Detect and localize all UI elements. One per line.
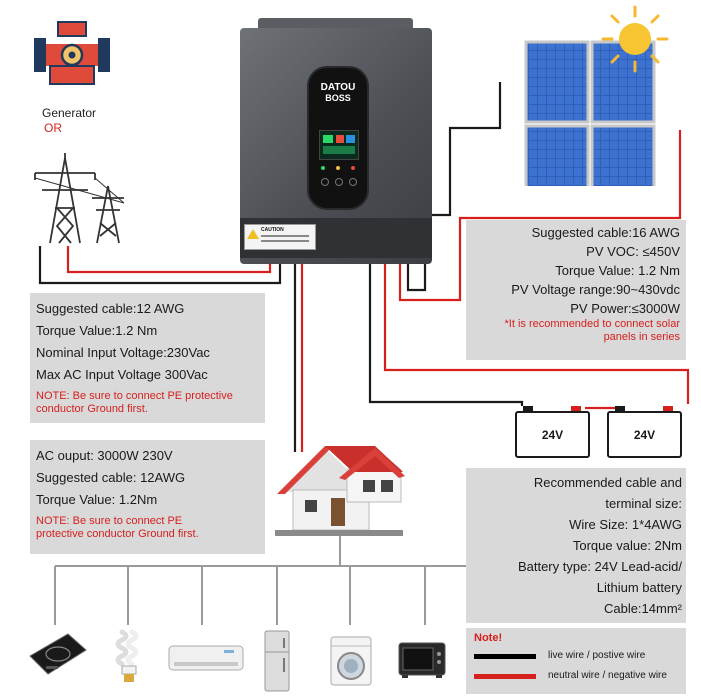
or-label: OR bbox=[44, 121, 62, 135]
legend-label-live: live wire / postive wire bbox=[548, 650, 646, 661]
solar-panel-array bbox=[524, 40, 656, 186]
battery-label: 24V bbox=[541, 428, 564, 442]
inverter-display-panel: DATOU BOSS bbox=[307, 66, 369, 210]
battery-spec-line: Battery type: 24V Lead-acid/ bbox=[517, 559, 682, 574]
ac-input-line: Torque Value:1.2 Nm bbox=[36, 323, 158, 338]
generator-label: Generator bbox=[42, 106, 97, 120]
ac-output-line: Suggested cable: 12AWG bbox=[36, 470, 186, 485]
legend-swatch-live bbox=[474, 654, 536, 659]
pv-spec-line: Suggested cable:16 AWG bbox=[531, 225, 680, 240]
pv-spec-panel: Suggested cable:16 AWG PV VOC: ≤450V Tor… bbox=[466, 220, 686, 360]
battery-spec-line: Lithium battery bbox=[596, 580, 682, 595]
brand-top: DATOU bbox=[320, 82, 356, 93]
pv-spec-line: PV Voltage range:90~430vdc bbox=[511, 282, 680, 297]
battery-spec-line: terminal size: bbox=[605, 496, 682, 511]
power-tower-icon bbox=[34, 153, 125, 244]
microwave-oven-icon bbox=[398, 642, 446, 678]
legend-title: Note! bbox=[474, 632, 503, 644]
battery-wire-red bbox=[383, 262, 690, 404]
ac-output-line: AC ouput: 3000W 230V bbox=[36, 448, 173, 463]
battery-spec-line: Torque value: 2Nm bbox=[572, 538, 682, 553]
inverter-button[interactable] bbox=[321, 178, 329, 186]
battery-spec-line: Wire Size: 1*4AWG bbox=[569, 517, 682, 532]
pv-note: *It is recommended to connect solar bbox=[504, 318, 680, 330]
refrigerator-icon bbox=[264, 630, 290, 692]
pv-note: panels in series bbox=[603, 331, 680, 343]
pv-spec-line: PV Power:≤3000W bbox=[570, 301, 680, 316]
inverter-unit: DATOU BOSS CAUTION bbox=[240, 18, 432, 264]
battery-spec-panel: Recommended cable and terminal size: Wir… bbox=[466, 468, 686, 623]
ac-input-note: NOTE: Be sure to connect PE protective bbox=[36, 390, 233, 402]
pv-spec-line: PV VOC: ≤450V bbox=[586, 244, 680, 259]
battery-wire-black bbox=[368, 262, 524, 406]
ac-input-line: Nominal Input Voltage:230Vac bbox=[36, 345, 210, 360]
battery-label: 24V bbox=[633, 428, 656, 442]
inverter-button[interactable] bbox=[335, 178, 343, 186]
sun-icon bbox=[601, 5, 669, 73]
inverter-button[interactable] bbox=[349, 178, 357, 186]
warning-icon bbox=[247, 229, 259, 239]
ac-input-note: conductor Ground first. bbox=[36, 403, 148, 415]
pv-spec-line: Torque Value: 1.2 Nm bbox=[555, 263, 680, 278]
ac-output-note: protective conductor Ground first. bbox=[36, 528, 199, 540]
grid-wire-black bbox=[38, 246, 282, 285]
legend-swatch-neutral bbox=[474, 674, 536, 679]
light-bulb-icon bbox=[115, 629, 139, 682]
house-icon bbox=[275, 446, 405, 536]
battery: 24V bbox=[607, 406, 682, 458]
pv-wire-red bbox=[398, 130, 682, 302]
pv-wire-black bbox=[406, 82, 502, 292]
lcd-screen bbox=[319, 130, 359, 160]
washing-machine-icon bbox=[330, 636, 372, 686]
caution-label: CAUTION bbox=[244, 224, 316, 250]
ac-output-line: Torque Value: 1.2Nm bbox=[36, 492, 158, 507]
battery-spec-line: Recommended cable and bbox=[533, 475, 682, 490]
air-conditioner-icon bbox=[168, 645, 244, 671]
battery: 24V bbox=[515, 406, 590, 458]
grid-wire-red bbox=[66, 246, 272, 274]
ac-input-panel: Suggested cable:12 AWG Torque Value:1.2 … bbox=[30, 293, 265, 423]
wire-legend: Note! live wire / postive wire neutral w… bbox=[466, 628, 686, 694]
battery-spec-line: Cable:14mm² bbox=[603, 601, 682, 616]
induction-cooker-icon bbox=[29, 633, 87, 675]
ac-input-line: Max AC Input Voltage 300Vac bbox=[36, 367, 208, 382]
ac-output-panel: AC ouput: 3000W 230V Suggested cable: 12… bbox=[30, 440, 265, 554]
ac-output-note: NOTE: Be sure to connect PE bbox=[36, 515, 183, 527]
ac-input-line: Suggested cable:12 AWG bbox=[36, 301, 185, 316]
generator-icon bbox=[34, 21, 110, 85]
brand-bottom: BOSS bbox=[325, 93, 351, 103]
legend-label-neutral: neutral wire / negative wire bbox=[548, 670, 667, 681]
